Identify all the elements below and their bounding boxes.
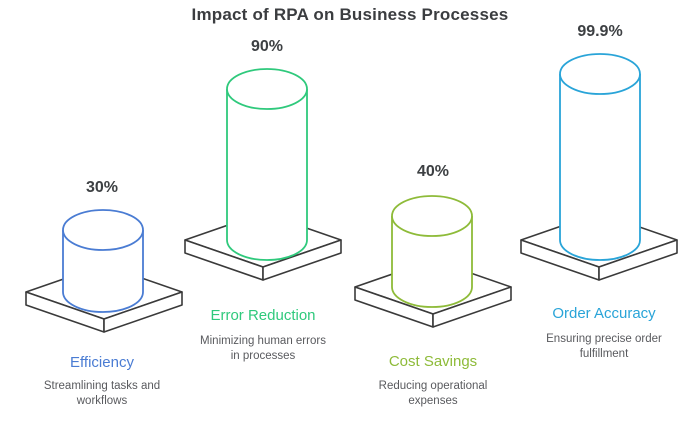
category-label-order-accuracy: Order Accuracy bbox=[552, 305, 656, 322]
description-order-accuracy: Ensuring precise order fulfillment bbox=[546, 333, 662, 360]
cylinder-order-accuracy bbox=[559, 53, 641, 261]
description-efficiency: Streamlining tasks and workflows bbox=[43, 380, 161, 407]
cylinder-efficiency bbox=[62, 209, 144, 313]
category-label-cost-savings: Cost Savings bbox=[388, 353, 478, 370]
cylinder-error-reduction bbox=[226, 68, 308, 261]
value-label-cost-savings: 40% bbox=[416, 163, 450, 180]
description-error-reduction: Minimizing human errors in processes bbox=[200, 335, 326, 362]
category-label-efficiency: Efficiency bbox=[70, 354, 134, 371]
value-label-error-reduction: 90% bbox=[250, 38, 284, 55]
value-label-order-accuracy: 99.9% bbox=[577, 23, 623, 40]
description-cost-savings: Reducing operational expenses bbox=[378, 380, 488, 407]
category-label-error-reduction: Error Reduction bbox=[210, 307, 316, 324]
chart-title: Impact of RPA on Business Processes bbox=[191, 5, 509, 24]
value-label-efficiency: 30% bbox=[85, 179, 119, 196]
cylinder-cost-savings bbox=[391, 195, 473, 308]
